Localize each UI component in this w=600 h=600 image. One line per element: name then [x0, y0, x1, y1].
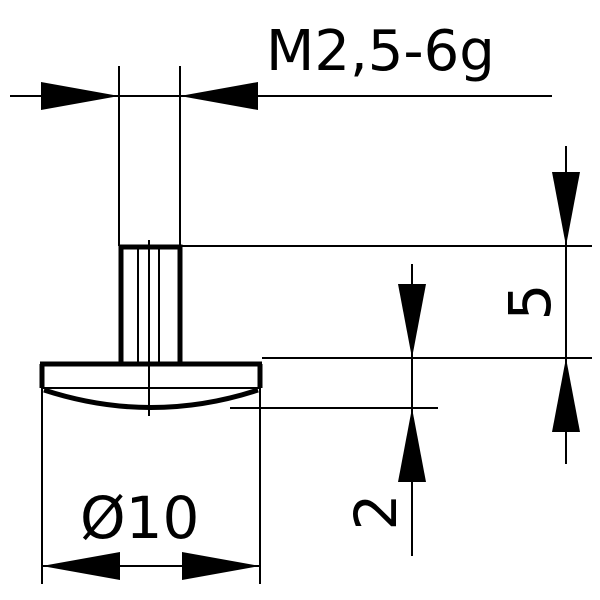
diameter-label: Ø10 [80, 484, 199, 552]
thread-label: M2,5-6g [266, 19, 495, 84]
height-total-dimension: 5 [180, 146, 592, 464]
part-outline [39, 240, 263, 416]
thread-arrow-left [41, 82, 119, 110]
stem-body [118, 244, 183, 367]
height-total-arrow-bottom [552, 358, 580, 432]
diameter-dimension: Ø10 [41, 388, 261, 584]
head-height-label: 2 [342, 494, 410, 531]
head-height-arrow-bottom [398, 408, 426, 482]
head-height-dimension: 2 [230, 264, 438, 556]
contact-surface-curve [43, 387, 259, 410]
head-height-arrow-top [398, 284, 426, 358]
thread-arrow-right [180, 82, 258, 110]
diameter-arrow-right [182, 552, 260, 580]
height-total-label: 5 [496, 284, 564, 321]
diameter-arrow-left [42, 552, 120, 580]
height-total-arrow-top [552, 172, 580, 246]
thread-dimension: M2,5-6g [10, 19, 552, 246]
